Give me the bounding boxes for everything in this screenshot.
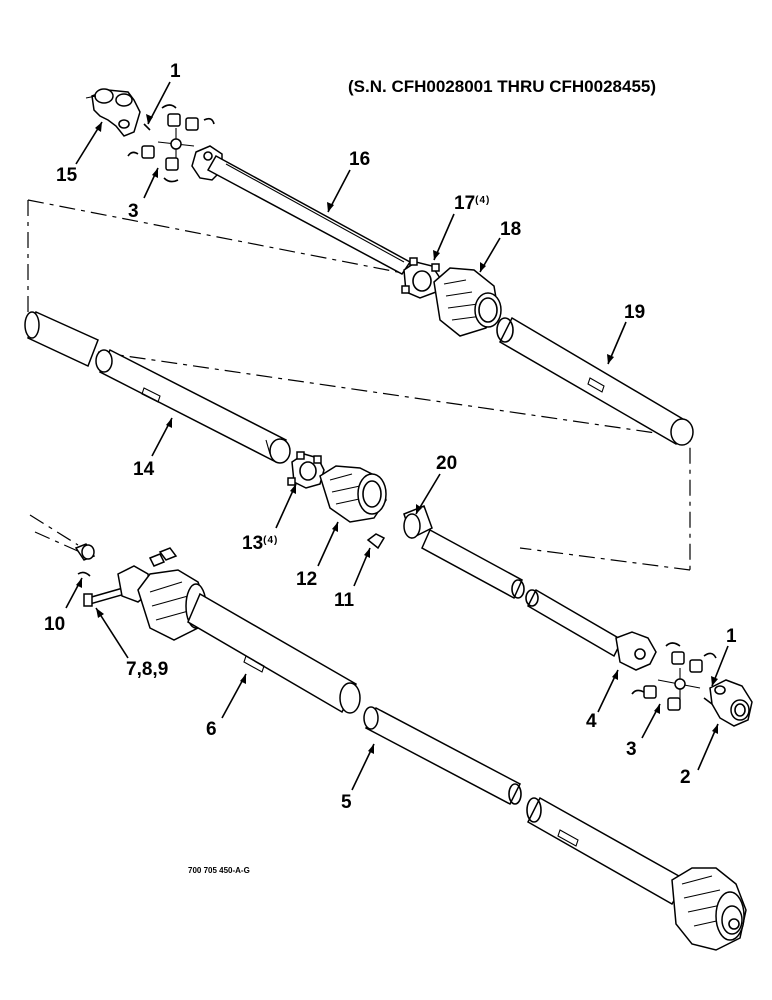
shield-cone-12-drawing [319, 465, 387, 523]
callout-20: 20 [436, 453, 458, 474]
callout-19: 19 [624, 302, 646, 323]
callout-17: 17(4) [454, 194, 490, 213]
outer-yoke-shield-drawing [117, 565, 207, 641]
callout-leader-lines [65, 81, 729, 791]
shield-tube-5-drawing [363, 706, 688, 906]
callout-17-number: 17 [454, 193, 476, 214]
callout-13-number: 13 [242, 533, 264, 554]
callout-17-quantity: (4) [475, 195, 491, 206]
grease-fitting-11-drawing [366, 533, 386, 550]
serial-number-range: (S.N. CFH0028001 THRU CFH0028455) [348, 77, 657, 96]
callout-2: 2 [680, 767, 691, 788]
tractor-end-drawing [671, 867, 747, 951]
yoke-15-drawing [85, 88, 141, 137]
inner-yoke-4-drawing [615, 631, 657, 671]
callout-12: 12 [296, 569, 318, 590]
cross-kit-bottom-drawing [631, 642, 717, 711]
callout-15: 15 [56, 165, 78, 186]
cross-kit-top-drawing [127, 104, 215, 183]
callout-7-8-9: 7,8,9 [126, 659, 169, 680]
shield-tube-14-drawing [24, 310, 291, 464]
callout-4: 4 [586, 711, 597, 732]
yoke-2-drawing [709, 679, 753, 727]
callout-10: 10 [44, 614, 66, 635]
bearing-13-drawing [287, 451, 325, 489]
outer-tube-6-drawing [187, 592, 361, 714]
collar-20-drawing [403, 505, 433, 540]
callout-1-top: 1 [170, 61, 181, 82]
inner-tube-middle-drawing [421, 528, 623, 658]
bearing-17-drawing [401, 257, 441, 299]
shield-tube-19-drawing [496, 316, 694, 446]
callout-3-top: 3 [128, 201, 139, 222]
callout-1-bottom: 1 [726, 626, 737, 647]
callout-14: 14 [133, 459, 155, 480]
callout-16: 16 [349, 149, 371, 170]
callout-11: 11 [334, 590, 355, 611]
callout-18: 18 [500, 219, 522, 240]
callout-13: 13(4) [242, 534, 278, 553]
pin-10-and-bolt-drawing [74, 543, 178, 607]
inner-shaft-16-drawing [191, 145, 412, 275]
callout-6: 6 [206, 719, 217, 740]
drawing-reference-code: 700 705 450-A-G [188, 866, 250, 875]
callout-13-quantity: (4) [263, 535, 279, 546]
callout-5: 5 [341, 792, 352, 813]
shield-cone-18-drawing [433, 267, 502, 337]
callout-3-bottom: 3 [626, 739, 637, 760]
